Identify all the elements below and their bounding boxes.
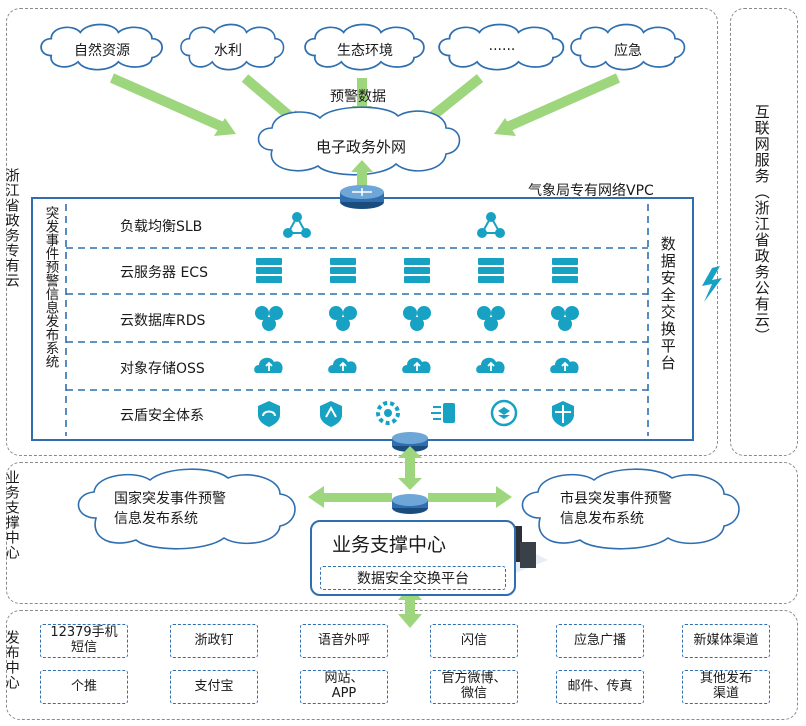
cloud-label-water: 水利	[214, 43, 242, 59]
row-label-oss: 对象存储OSS	[120, 361, 205, 377]
row-label-ecs: 云服务器 ECS	[120, 265, 208, 281]
zj-cloud-frame	[6, 8, 718, 456]
zj-cloud-label: 浙江省政务专有云	[3, 168, 20, 288]
vpc-hub-arrow	[398, 446, 422, 490]
channel-weibo-wechat-label: 官方微博、 微信	[441, 671, 507, 701]
city-system-line-1: 市县突发事件预警	[560, 491, 672, 507]
hub-subtitle: 数据安全交换平台	[357, 571, 469, 587]
national-system-label: 国家突发事件预警 信息发布系统	[114, 490, 226, 529]
business-support-hub: 业务支撑中心 数据安全交换平台	[310, 520, 516, 596]
channel-new-media: 新媒体渠道	[682, 624, 770, 658]
city-system-line-2: 信息发布系统	[560, 510, 644, 527]
warning-arrows	[109, 73, 621, 133]
channel-flash-sms: 闪信	[430, 624, 518, 658]
router-hub-icon	[392, 494, 428, 514]
egov-network-cloud	[257, 106, 461, 176]
ecs-icons	[256, 258, 578, 283]
oss-icons	[254, 357, 579, 373]
national-system-cloud	[77, 468, 296, 550]
internet-service-label: 互联网服务（浙江省政务公有云）	[752, 104, 771, 344]
channel-mail-fax-label: 邮件、传真	[567, 678, 633, 694]
channel-new-media-label: 新媒体渠道	[693, 632, 759, 648]
egov-network-label: 电子政务外网	[316, 138, 407, 156]
national-system-line-1: 国家突发事件预警	[114, 491, 226, 507]
row-label-slb: 负载均衡SLB	[120, 219, 203, 235]
channel-zhezhengding: 浙政钉	[170, 624, 258, 658]
channel-website-app: 网站、 APP	[300, 670, 388, 704]
city-system-cloud	[521, 468, 740, 550]
hub-title: 业务支撑中心	[332, 534, 447, 556]
city-system-label: 市县突发事件预警 信息发布系统	[560, 490, 672, 529]
business-support-frame	[6, 462, 798, 604]
cloud-label-emergency: 应急	[614, 43, 642, 59]
channel-mail-fax: 邮件、传真	[556, 670, 644, 704]
cloud-label-natural-resources: 自然资源	[74, 43, 130, 59]
cloud-label-ecology: 生态环境	[337, 43, 393, 59]
row-label-security: 云盾安全体系	[120, 408, 204, 424]
channel-other-label: 其他发布 渠道	[699, 671, 752, 701]
system-label: 突发事件预警信息发布系统	[42, 206, 59, 368]
channel-alipay: 支付宝	[170, 670, 258, 704]
channel-sms: 12379手机 短信	[40, 624, 128, 658]
channel-alipay-label: 支付宝	[194, 678, 234, 694]
security-icons	[258, 399, 574, 427]
warning-data-label: 预警数据	[330, 89, 386, 105]
router-top-icon	[340, 185, 384, 209]
channel-sms-label: 12379手机 短信	[50, 625, 118, 655]
channel-getui: 个推	[40, 670, 128, 704]
channel-weibo-wechat: 官方微博、 微信	[430, 670, 518, 704]
national-system-line-2: 信息发布系统	[114, 510, 198, 527]
row-separators	[65, 204, 649, 436]
channel-emergency-broadcast-label: 应急广播	[573, 632, 626, 648]
vpc-label: 气象局专有网络VPC	[528, 183, 654, 199]
channel-zhezhengding-label: 浙政钉	[194, 632, 234, 648]
publish-center-side-label: 发布中心	[3, 630, 20, 690]
channel-website-app-label: 网站、 APP	[324, 671, 364, 701]
channel-flash-sms-label: 闪信	[460, 632, 487, 648]
rds-icons	[255, 306, 579, 331]
channel-other: 其他发布 渠道	[682, 670, 770, 704]
channel-getui-label: 个推	[70, 678, 97, 694]
business-support-side-label: 业务支撑中心	[3, 470, 20, 560]
channel-emergency-broadcast: 应急广播	[556, 624, 644, 658]
channel-voice-call: 语音外呼	[300, 624, 388, 658]
hub-side-arrows	[308, 486, 512, 508]
exchange-platform-vertical-label: 数据安全交换平台	[658, 236, 677, 372]
hub-subtitle-box: 数据安全交换平台	[320, 566, 506, 590]
publish-center-frame	[6, 610, 798, 720]
cloud-label-ellipsis: ......	[488, 38, 516, 54]
slb-icons	[283, 212, 505, 238]
lightning-icon	[702, 266, 722, 302]
egov-router-arrow	[351, 160, 373, 188]
internet-service-frame	[730, 8, 798, 456]
channel-voice-call-label: 语音外呼	[317, 632, 370, 648]
row-label-rds: 云数据库RDS	[120, 313, 206, 329]
